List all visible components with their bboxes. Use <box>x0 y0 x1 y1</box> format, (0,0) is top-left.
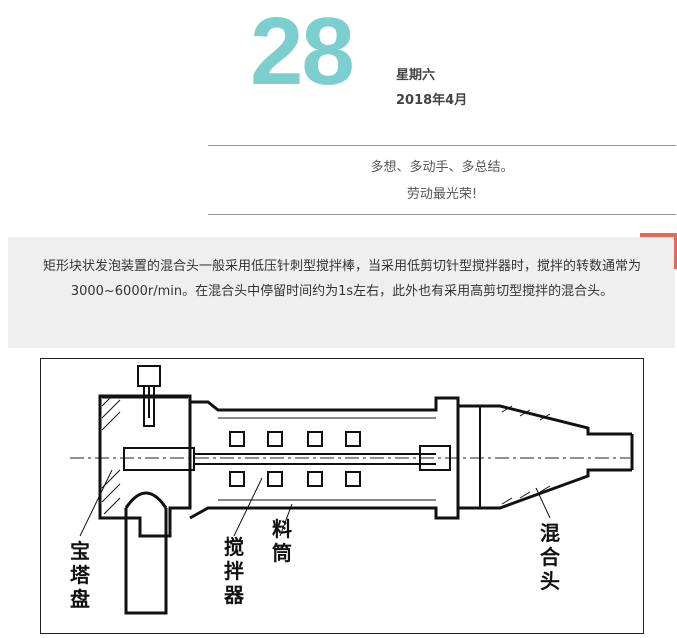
stirrer-shaft <box>123 445 451 471</box>
corner-accent-vertical <box>674 233 677 269</box>
label-mixing-head: 混合头 <box>540 521 561 593</box>
label-stirrer: 搅拌器 <box>223 535 245 607</box>
label-barrel: 料筒 <box>272 517 292 565</box>
callout-box: 矩形块状发泡装置的混合头一般采用低压针刺型搅拌棒，当采用低剪切针型搅拌器时，搅拌… <box>8 237 675 348</box>
motto-line-2: 劳动最光荣! <box>406 187 478 202</box>
divider-bottom <box>208 214 676 215</box>
pulley-hatch <box>101 395 121 515</box>
mixing-head-figure: 宝塔盘 搅拌器 料筒 混合头 <box>40 358 644 634</box>
motto-line-1: 多想、多动手、多总结。 <box>370 160 514 175</box>
callout-text: 矩形块状发泡装置的混合头一般采用低压针刺型搅拌棒，当采用低剪切针型搅拌器时，搅拌… <box>42 259 641 299</box>
leader-lines <box>79 469 551 537</box>
date-number: 28 <box>250 0 355 105</box>
corner-accent-horizontal <box>640 233 677 237</box>
stirrer-pins <box>229 431 361 487</box>
mixing-head-diagram: 宝塔盘 搅拌器 料筒 混合头 <box>40 358 644 634</box>
nozzle <box>458 404 634 510</box>
year-month: 2018年4月 <box>396 93 468 108</box>
weekday: 星期六 <box>396 68 436 83</box>
top-bolt <box>137 365 161 427</box>
inlet-pipe <box>124 491 168 615</box>
divider-top <box>208 145 676 146</box>
barrel <box>189 396 460 520</box>
nozzle-hatch <box>501 405 551 505</box>
label-pulley: 宝塔盘 <box>70 539 91 611</box>
